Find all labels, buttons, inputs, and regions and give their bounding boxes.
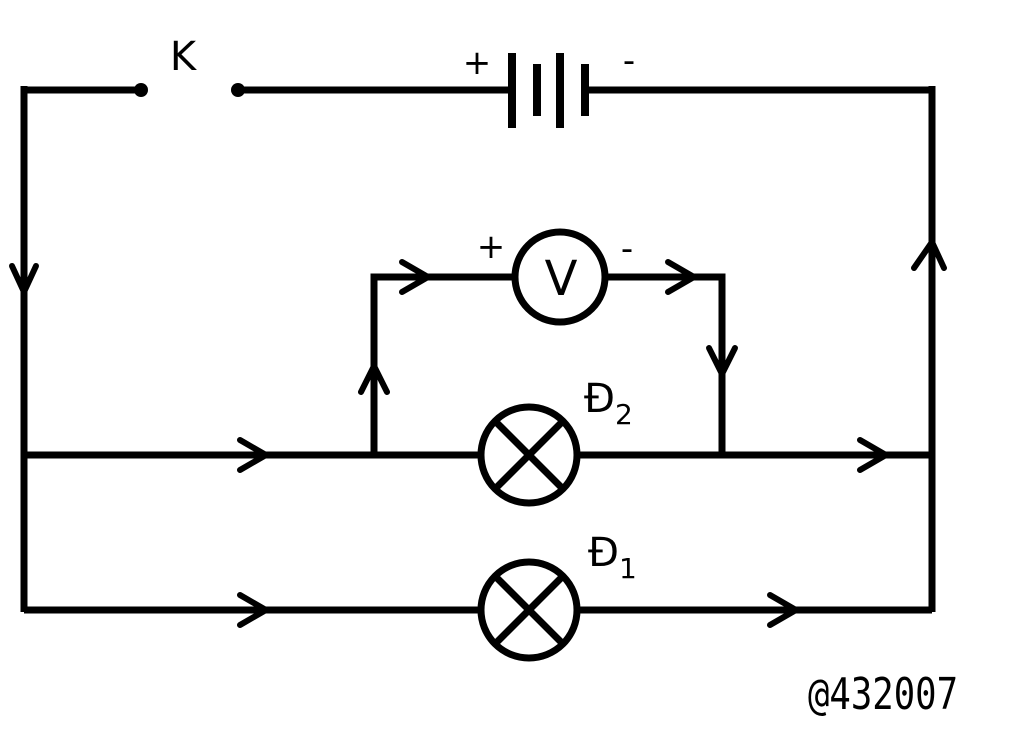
switch-label: K <box>170 34 198 80</box>
switch-contact-left <box>134 83 148 97</box>
wires <box>20 86 936 614</box>
watermark-text: @432007 <box>808 669 958 720</box>
switch-k: K <box>134 34 245 97</box>
voltmeter-wire-right <box>606 273 726 455</box>
arrow-middle-right-right <box>857 437 893 473</box>
arrow-voltmeter-in-right <box>399 259 435 295</box>
lamp-d2-index: 2 <box>615 398 633 431</box>
current-arrows <box>9 235 947 628</box>
arrow-right-up <box>911 235 947 271</box>
arrow-middle-left-right <box>237 437 273 473</box>
lamp-d1: Đ1 <box>477 530 637 662</box>
switch-contact-right <box>231 83 245 97</box>
lamp-d1-letter: Đ <box>588 530 619 576</box>
lamp-d1-cross-b <box>494 575 564 645</box>
lamp-d1-index: 1 <box>619 552 637 585</box>
arrow-bottom-right-right <box>767 592 803 628</box>
arrow-bottom-left-right <box>237 592 273 628</box>
arrow-voltmeter-down <box>706 345 738 381</box>
battery-positive-sign: + <box>463 43 492 83</box>
voltmeter-body <box>511 228 609 326</box>
arrow-voltmeter-out-right <box>665 259 701 295</box>
battery-negative-sign: - <box>623 41 635 81</box>
voltmeter-positive-sign: + <box>477 227 506 267</box>
lamp-d2-label: Đ2 <box>584 376 633 431</box>
lamp-d1-label: Đ1 <box>588 530 637 585</box>
voltmeter-symbol: V <box>545 251 578 307</box>
arrow-left-down <box>9 263 39 300</box>
voltmeter-wire-left <box>370 273 512 455</box>
lamp-d2-letter: Đ <box>584 376 615 422</box>
lamp-d2: Đ2 <box>477 376 633 507</box>
battery: + - <box>463 41 635 128</box>
voltmeter: V + - <box>477 227 633 326</box>
lamp-d2-cross-b <box>494 420 564 490</box>
arrow-voltmeter-up <box>358 359 390 395</box>
voltmeter-negative-sign: - <box>621 229 633 269</box>
